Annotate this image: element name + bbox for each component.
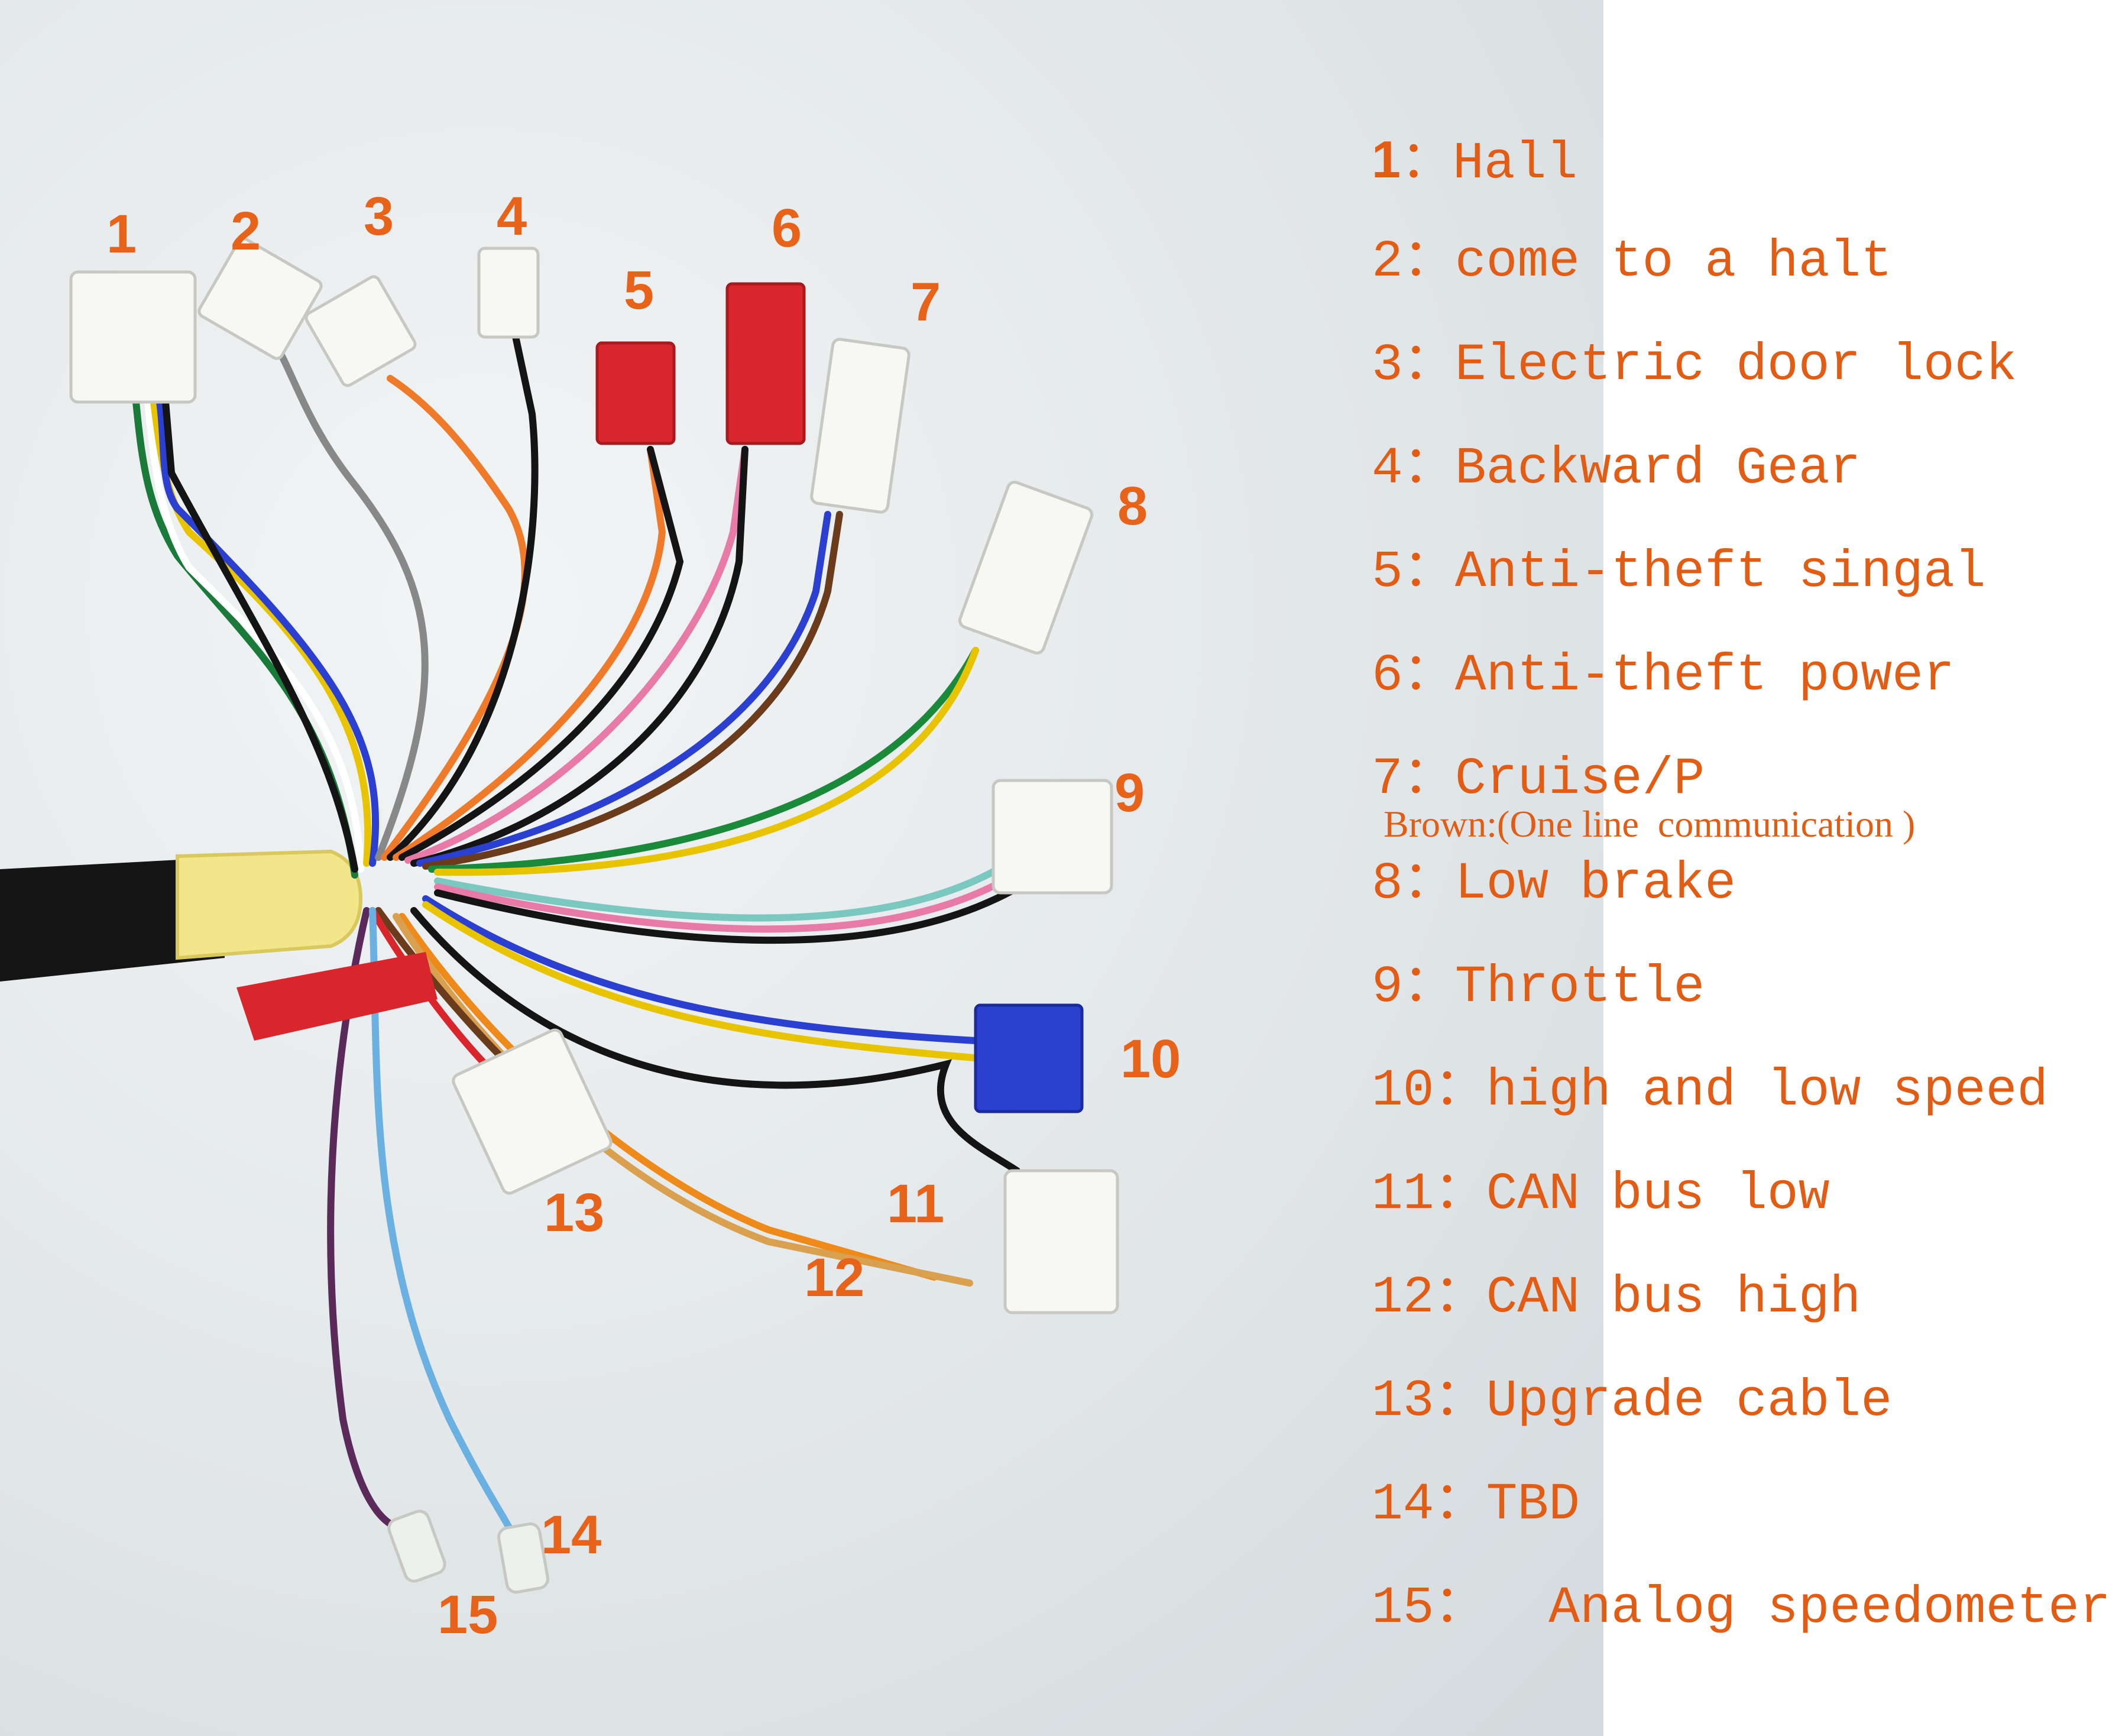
label-14: 14: [541, 1505, 602, 1565]
connector-1: [69, 270, 197, 404]
legend-item-cruise: 7：Cruise/P: [1372, 750, 1705, 809]
label-8: 8: [1117, 476, 1148, 536]
legend-item-upgrade: 13：Upgrade cable: [1372, 1372, 1893, 1431]
legend-item-speedometer: 15： Analog speedometer: [1372, 1579, 2111, 1638]
connector-8: [958, 481, 1094, 655]
legend-item-can-low: 11：CAN bus low: [1372, 1165, 1830, 1224]
label-12: 12: [804, 1248, 865, 1308]
label-1: 1: [106, 204, 137, 264]
label-2: 2: [231, 201, 261, 261]
connectors: [69, 237, 1119, 1594]
red-tag: [236, 952, 438, 1041]
legend-item-backward-gear: 4：Backward Gear: [1372, 440, 1861, 498]
label-10: 10: [1120, 1029, 1181, 1089]
legend-item-anti-theft-power: 6：Anti-theft power: [1372, 647, 1955, 705]
legend-item-halt: 2：come to a halt: [1372, 233, 1893, 292]
label-7: 7: [911, 272, 941, 332]
connector-4: [477, 247, 540, 339]
connector-6: [725, 282, 806, 445]
legend-note-brown: Brown:(One line communication ): [1383, 803, 1916, 845]
harness-photo: 1 2 3 4 5 6 7 8 9 10 11 12 13 14 15: [0, 0, 1603, 1736]
legend-item-door-lock: 3：Electric door lock: [1372, 336, 2017, 395]
connector-5: [595, 341, 676, 445]
legend-item-speed: 10：high and low speed: [1372, 1062, 2049, 1120]
main-cable: [0, 857, 225, 982]
label-9: 9: [1114, 763, 1145, 823]
connector-13: [452, 1028, 613, 1195]
label-11: 11: [887, 1174, 945, 1234]
legend: 1：Hall 2：come to a halt 3：Electric door …: [1372, 0, 2119, 1736]
wires: [132, 328, 1032, 1541]
yellow-sleeve: [176, 849, 363, 960]
legend-item-can-high: 12：CAN bus high: [1372, 1269, 1861, 1327]
connector-2: [197, 237, 323, 360]
wiring-harness-illustration: [0, 237, 1119, 1594]
legend-item-hall: 1：Hall: [1372, 130, 1578, 193]
connector-7: [810, 338, 911, 514]
label-6: 6: [772, 198, 802, 258]
connector-15-terminal: [387, 1510, 446, 1583]
legend-item-anti-theft-signal: 5：Anti-theft singal: [1372, 543, 1986, 602]
connector-11-plug: [1003, 1169, 1119, 1314]
label-3: 3: [364, 186, 394, 247]
connector-14-terminal: [497, 1522, 549, 1594]
connector-3: [304, 275, 417, 387]
connector-10: [974, 1003, 1084, 1113]
connector-9: [992, 779, 1113, 895]
label-15: 15: [438, 1585, 498, 1645]
label-4: 4: [497, 186, 527, 247]
legend-item-throttle: 9：Throttle: [1372, 958, 1705, 1017]
legend-item-low-brake: 8：Low brake: [1372, 855, 1736, 914]
label-13: 13: [544, 1183, 605, 1243]
label-5: 5: [624, 260, 655, 320]
legend-item-tbd: 14：TBD: [1372, 1476, 1580, 1534]
